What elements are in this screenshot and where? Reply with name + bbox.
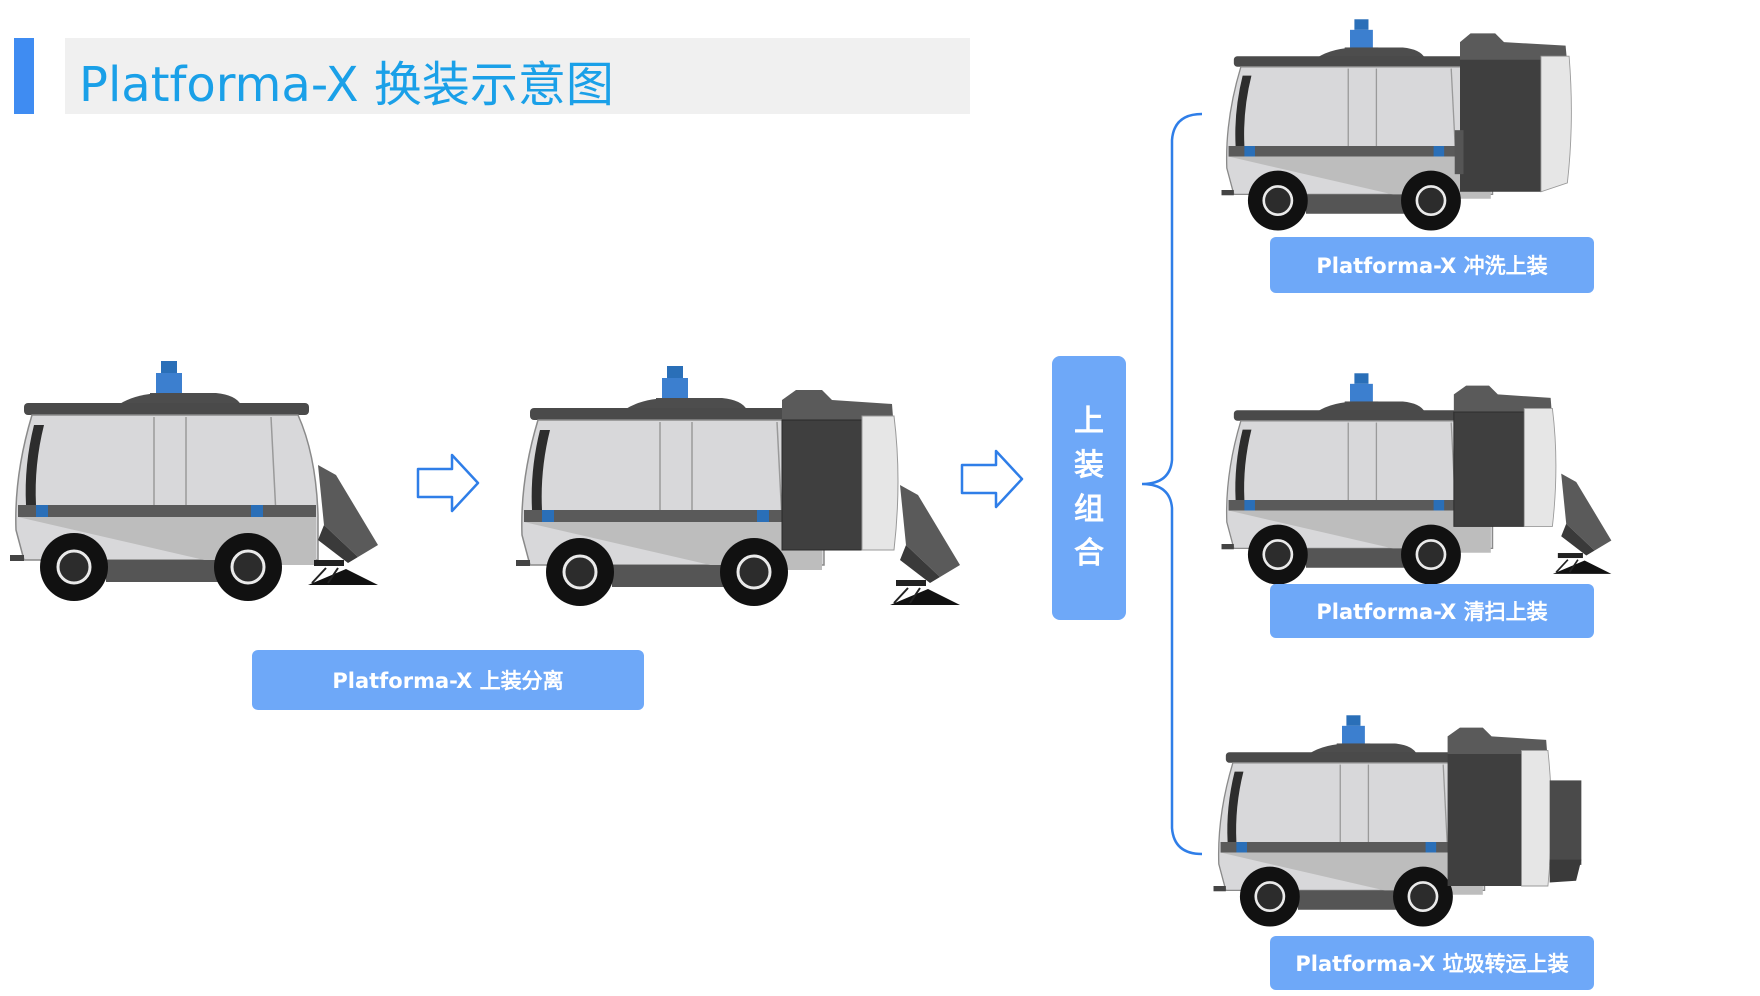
vehicle-upper-separated: [514, 364, 961, 608]
label-upper-separation: Platforma-X 上装分离: [252, 650, 644, 710]
flow-arrow-2-icon: [960, 449, 1024, 509]
vehicle-washing-upper: [1220, 17, 1572, 232]
vehicle-platform-complete: [8, 359, 379, 603]
page-title: Platforma-X 换装示意图: [79, 57, 614, 113]
combination-char-1: 上: [1074, 404, 1104, 439]
title-banner: Platforma-X 换装示意图: [65, 38, 970, 114]
combination-char-3: 组: [1074, 492, 1104, 527]
label-washing-upper: Platforma-X 冲洗上装: [1270, 237, 1594, 293]
combination-char-4: 合: [1074, 536, 1104, 571]
label-upper-combination: 上 装 组 合: [1052, 356, 1126, 620]
combination-char-2: 装: [1074, 448, 1104, 483]
vehicle-garbage-upper: [1212, 713, 1582, 928]
vehicle-sweeping-upper: [1220, 371, 1613, 586]
flow-arrow-1-icon: [416, 453, 480, 513]
title-accent-bar: [14, 38, 34, 114]
curly-bracket-icon: [1141, 112, 1203, 856]
label-sweeping-upper: Platforma-X 清扫上装: [1270, 584, 1594, 638]
label-garbage-upper: Platforma-X 垃圾转运上装: [1270, 936, 1594, 990]
